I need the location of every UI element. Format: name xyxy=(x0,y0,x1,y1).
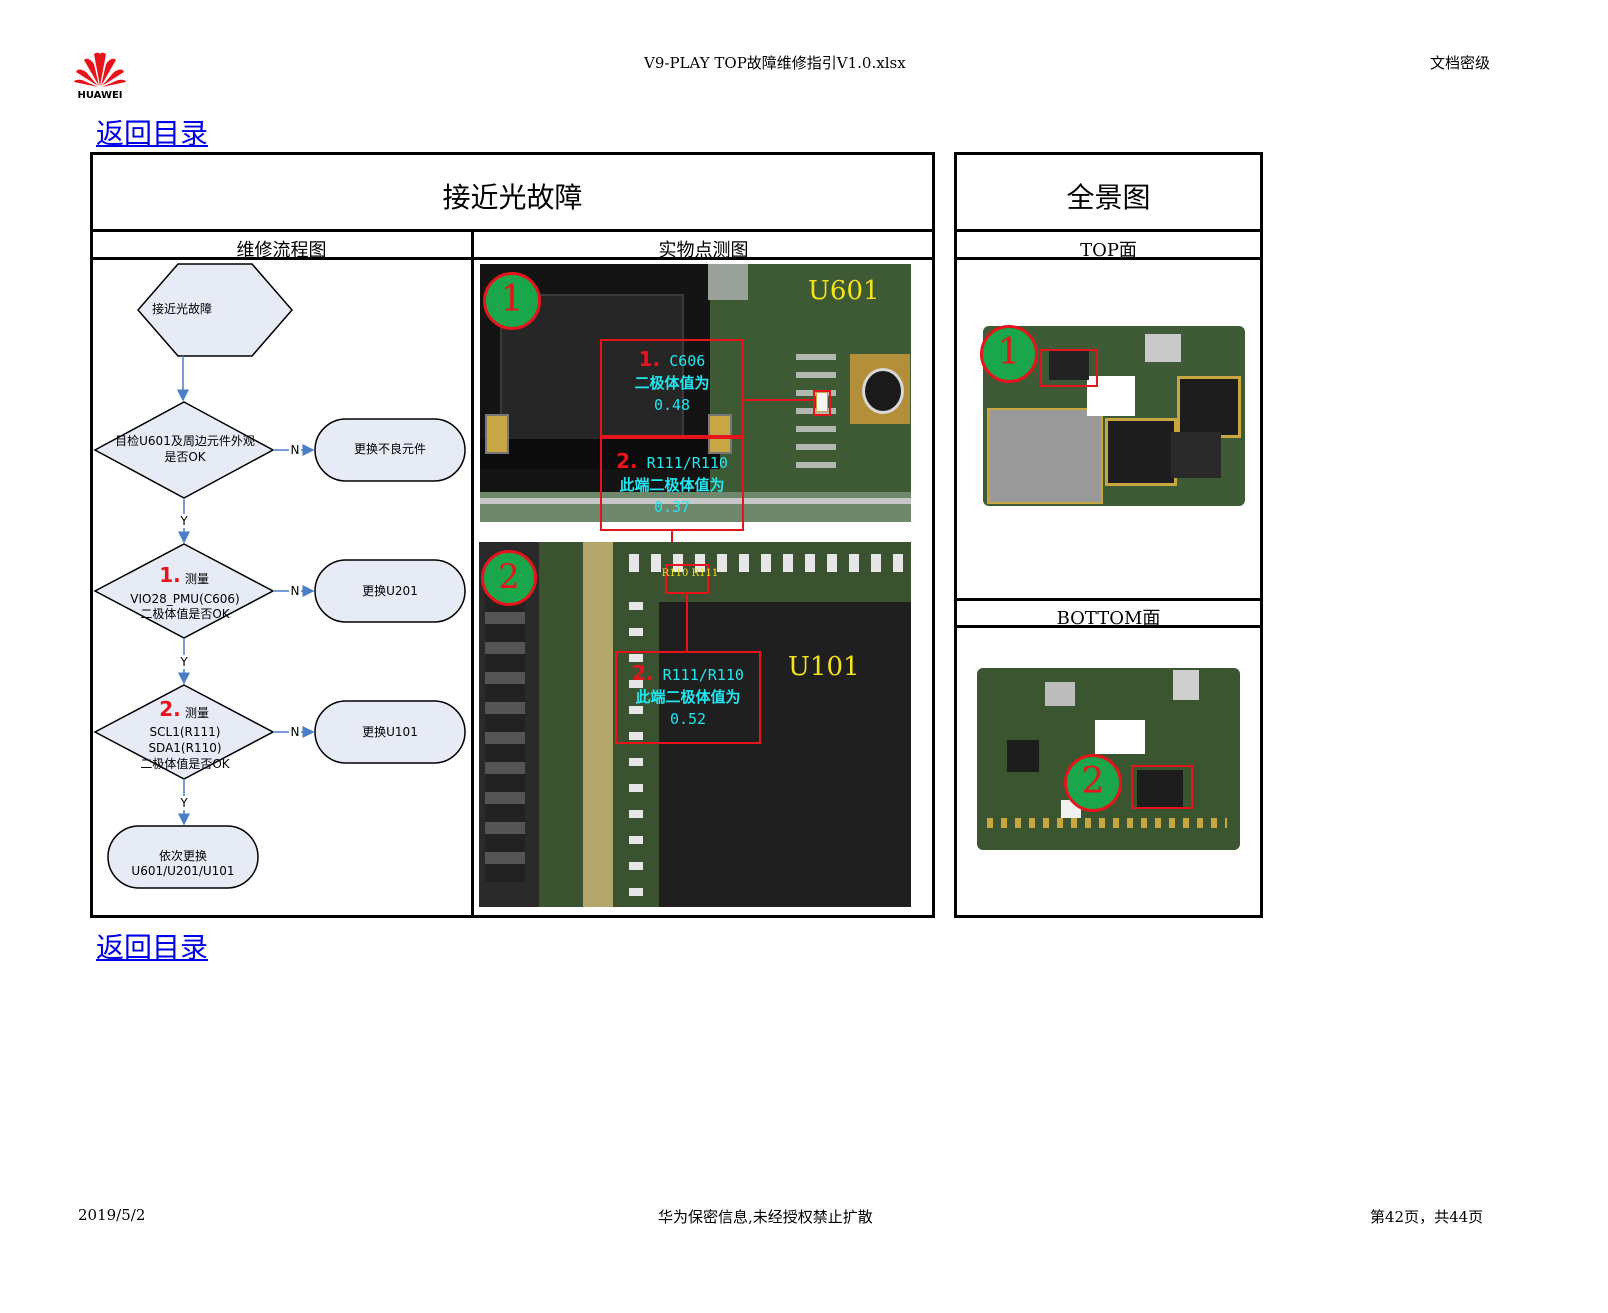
photo2-anno-desc: 此端二极体值为 xyxy=(635,688,741,706)
flow-q2-num: 1. xyxy=(159,563,181,587)
photo2-marker: 2 xyxy=(481,550,537,606)
footer-date: 2019/5/2 xyxy=(78,1206,146,1224)
photo1-anno2-desc: 此端二极体值为 xyxy=(619,476,725,494)
file-title: V9-PLAY TOP故障维修指引V1.0.xlsx xyxy=(644,54,906,72)
fault-title: 接近光故障 xyxy=(442,181,583,214)
flow-q3-line3: SDA1(R110) xyxy=(148,741,222,755)
flow-q1-line2: 是否OK xyxy=(164,450,206,464)
flow-q2-line3: 二极体值是否OK xyxy=(140,607,230,621)
photo1-anno1-ref: C606 xyxy=(669,352,706,370)
overview-table xyxy=(954,152,1263,918)
flow-q2-line1: 测量 xyxy=(184,572,209,586)
photo-u601 xyxy=(480,264,911,522)
huawei-logo: HUAWEI xyxy=(72,48,128,101)
flow-end-text: 依次更换U601/U201/U101 xyxy=(131,849,235,878)
back-to-toc-link-top[interactable]: 返回目录 xyxy=(96,117,209,150)
huawei-logo-text: HUAWEI xyxy=(77,90,123,101)
flowchart xyxy=(93,263,466,889)
flow-action-3 xyxy=(314,700,466,764)
back-to-toc-link-bottom[interactable]: 返回目录 xyxy=(96,931,209,964)
flow-yes-3: Y xyxy=(180,796,188,810)
photo1-anno1-box xyxy=(600,339,744,437)
flow-a2-text: 更换U201 xyxy=(362,584,418,598)
photo1-anno1: 1. C606 二极体值为 0.48 xyxy=(600,348,744,416)
flow-a3-text: 更换U101 xyxy=(362,725,418,739)
flow-action-2 xyxy=(314,559,466,623)
photo1-anno2: 2. R111/R110 此端二极体值为 0.37 xyxy=(600,450,744,518)
flow-no-1: N xyxy=(290,443,300,457)
photo2-anno-num: 2. xyxy=(632,661,654,685)
flow-yes-1: Y xyxy=(180,514,188,528)
flow-q3-line4: 二极体值是否OK xyxy=(140,757,230,771)
photo2-pads-label: R110 R111 xyxy=(661,568,719,579)
flow-action-1 xyxy=(314,418,466,482)
flow-q3-line1: 测量 xyxy=(184,706,209,720)
flow-no-3: N xyxy=(290,725,300,739)
photo1-anno1-num: 1. xyxy=(638,347,661,371)
flow-q3-num: 2. xyxy=(159,697,181,721)
flow-yes-2: Y xyxy=(180,655,188,669)
flow-start-text: 接近光故障 xyxy=(151,302,212,316)
photo2-chip-label: U101 xyxy=(788,652,860,682)
photo2-pads-highlight xyxy=(665,564,709,594)
top-board-highlight xyxy=(1040,349,1098,387)
photo2-anno-box xyxy=(615,651,761,744)
classification: 文档密级 xyxy=(1430,54,1491,72)
bottom-side-label: BOTTOM面 xyxy=(1056,608,1161,629)
photo1-anno2-box xyxy=(600,437,744,531)
flow-start-hexagon xyxy=(137,263,293,357)
photo2-anno-ref: R111/R110 xyxy=(662,666,744,684)
photo2-anno-value: 0.52 xyxy=(669,710,707,728)
bottom-board-marker: 2 xyxy=(1064,754,1122,812)
flow-a1-text: 更换不良元件 xyxy=(353,442,426,456)
huawei-petals-icon xyxy=(74,52,126,87)
flow-q3-line2: SCL1(R111) xyxy=(149,725,221,739)
flow-no-2: N xyxy=(290,584,300,598)
bottom-board-highlight xyxy=(1131,765,1193,809)
photo1-anno2-value: 0.37 xyxy=(653,498,691,516)
photo-u101 xyxy=(479,542,911,907)
overview-title: 全景图 xyxy=(1066,181,1151,214)
flow-column-header: 维修流程图 xyxy=(236,240,327,261)
photo1-anno2-num: 2. xyxy=(616,449,638,473)
main-table xyxy=(90,152,935,918)
flow-q1-line1: 目检U601及周边元件外观 xyxy=(115,434,255,448)
footer-page: 第42页，共44页 xyxy=(1370,1208,1484,1226)
top-board-marker: 1 xyxy=(980,325,1038,383)
top-side-label: TOP面 xyxy=(1080,240,1137,261)
photo1-anno1-value: 0.48 xyxy=(653,396,691,414)
footer-notice: 华为保密信息,未经授权禁止扩散 xyxy=(658,1208,873,1226)
photo-column-header: 实物点测图 xyxy=(658,240,749,261)
flow-q2-line2: VIO28_PMU(C606) xyxy=(130,592,240,606)
flow-decision-2 xyxy=(93,543,275,639)
photo1-chip-label: U601 xyxy=(808,276,880,306)
photo1-anno2-ref: R111/R110 xyxy=(646,454,728,472)
photo1-c606-highlight xyxy=(813,390,831,416)
photo1-anno1-desc: 二极体值为 xyxy=(634,374,710,392)
photo1-marker: 1 xyxy=(483,272,541,330)
photo2-anno: 2. R111/R110 此端二极体值为 0.52 xyxy=(615,662,761,730)
flow-end xyxy=(107,825,259,889)
